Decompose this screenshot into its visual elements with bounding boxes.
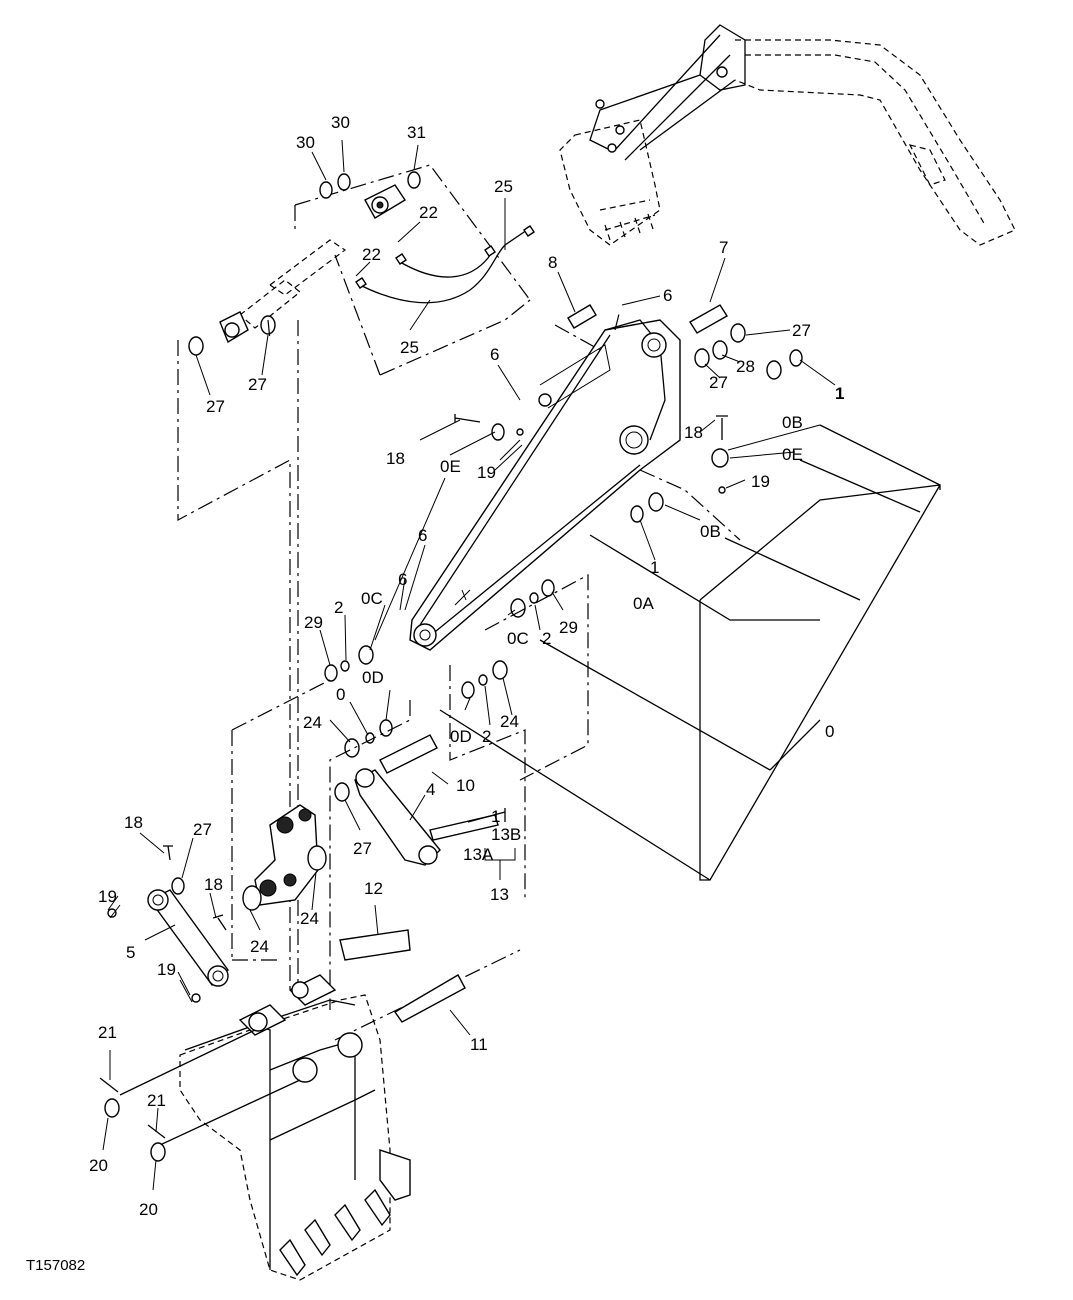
callout-30: 30 — [296, 133, 315, 152]
callout-24: 24 — [500, 712, 519, 731]
callout-1: 1 — [835, 384, 844, 403]
callout-5: 5 — [126, 943, 135, 962]
callout-18: 18 — [204, 875, 223, 894]
callout-7: 7 — [719, 238, 728, 257]
callout-0C: 0C — [361, 589, 383, 608]
callout-27: 27 — [193, 820, 212, 839]
callout-0D: 0D — [450, 727, 472, 746]
callout-1: 1 — [491, 807, 500, 826]
callout-6: 6 — [663, 286, 672, 305]
excavator-inset — [559, 24, 1016, 246]
callout-28: 28 — [736, 357, 755, 376]
callout-0B: 0B — [782, 413, 803, 432]
callout-24: 24 — [300, 909, 319, 928]
arm-assembly — [409, 309, 741, 651]
callout-19: 19 — [477, 463, 496, 482]
callout-6: 6 — [398, 570, 407, 589]
callout-labels: 30 30 31 25 22 22 25 27 27 8 6 7 27 28 2… — [89, 113, 844, 1219]
callout-20: 20 — [139, 1200, 158, 1219]
callout-27: 27 — [709, 373, 728, 392]
linkage — [107, 768, 506, 1003]
callout-2: 2 — [482, 727, 491, 746]
callout-24: 24 — [303, 713, 322, 732]
callout-2: 2 — [542, 629, 551, 648]
callout-10: 10 — [456, 776, 475, 795]
callout-29: 29 — [304, 613, 323, 632]
callout-13A: 13A — [463, 845, 494, 864]
callout-24: 24 — [250, 937, 269, 956]
callout-6: 6 — [490, 345, 499, 364]
callout-19: 19 — [157, 960, 176, 979]
callout-1: 1 — [650, 558, 659, 577]
callout-21: 21 — [147, 1091, 166, 1110]
callout-19: 19 — [751, 472, 770, 491]
callout-0B: 0B — [700, 522, 721, 541]
callout-25: 25 — [400, 338, 419, 357]
callout-20: 20 — [89, 1156, 108, 1175]
callout-27: 27 — [248, 375, 267, 394]
callout-13B: 13B — [491, 825, 521, 844]
bucket — [99, 929, 466, 1281]
callout-4: 4 — [426, 780, 435, 799]
figure-id: T157082 — [26, 1257, 85, 1274]
callout-27: 27 — [353, 839, 372, 858]
callout-8: 8 — [548, 253, 557, 272]
callout-2: 2 — [334, 598, 343, 617]
callout-25: 25 — [494, 177, 513, 196]
callout-0C: 0C — [507, 629, 529, 648]
callout-18: 18 — [124, 813, 143, 832]
callout-27: 27 — [206, 397, 225, 416]
callout-6: 6 — [418, 526, 427, 545]
callout-21: 21 — [98, 1023, 117, 1042]
callout-0E: 0E — [440, 457, 461, 476]
callout-0: 0 — [336, 685, 345, 704]
callout-18: 18 — [386, 449, 405, 468]
callout-0D: 0D — [362, 668, 384, 687]
callout-13: 13 — [490, 885, 509, 904]
callout-pointers — [102, 139, 836, 1191]
callout-27: 27 — [792, 321, 811, 340]
callout-18: 18 — [684, 423, 703, 442]
callout-11: 11 — [470, 1035, 488, 1054]
callout-12: 12 — [364, 879, 383, 898]
callout-31: 31 — [407, 123, 426, 142]
callout-22: 22 — [362, 245, 381, 264]
cylinder-rod-end — [188, 164, 535, 376]
pins-and-bushings — [324, 304, 803, 841]
callout-19: 19 — [98, 887, 117, 906]
callout-0A: 0A — [633, 594, 654, 613]
callout-0E: 0E — [782, 445, 803, 464]
callout-22: 22 — [419, 203, 438, 222]
callout-30: 30 — [331, 113, 350, 132]
callout-29: 29 — [559, 618, 578, 637]
callout-0: 0 — [825, 722, 834, 741]
